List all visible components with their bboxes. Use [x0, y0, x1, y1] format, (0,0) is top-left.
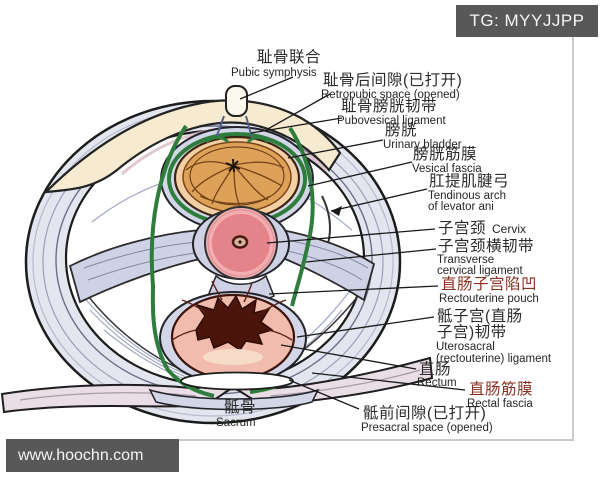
label-urinary-bladder-en: Urinary bladder	[383, 139, 462, 151]
label-retropubic-space-en: Retropubic space (opened)	[321, 89, 460, 101]
site-watermark-text: www.hoochn.com	[18, 446, 144, 464]
label-cervix-cn: 子宫颈	[438, 219, 486, 237]
label-retropubic-space-cn: 耻骨后间隙(已打开)	[323, 71, 462, 89]
label-transverse-cervical-en1: Transverse	[437, 254, 494, 266]
label-uterosacral-en1: Uterosacral	[436, 341, 495, 353]
label-uterosacral-en2: (rectouterine) ligament	[436, 353, 552, 365]
arrowhead	[331, 206, 342, 216]
label-rectal-fascia-cn: 直肠筋膜	[469, 380, 533, 398]
label-urinary-bladder-cn: 膀胱	[385, 121, 417, 139]
label-sacrum-cn: 骶骨	[224, 398, 256, 416]
leader-lines	[239, 76, 466, 410]
label-pubic-symphysis-cn: 耻骨联合	[257, 48, 321, 66]
site-watermark: www.hoochn.com	[6, 439, 179, 472]
presacral-space-shape	[180, 371, 294, 391]
label-tendinous-arch-en1: Tendinous arch	[428, 190, 506, 202]
label-vesical-fascia-en: Vesical fascia	[412, 163, 482, 175]
cervix-shape	[192, 206, 290, 280]
label-presacral-space-en: Presacral space (opened)	[361, 422, 493, 434]
label-tendinous-arch-cn: 肛提肌腱弓	[429, 172, 509, 190]
pubovesical-ligament-shape	[215, 115, 253, 139]
label-sacrum-en: Sacrum	[216, 417, 256, 429]
label-vesical-fascia-cn: 膀胱筋膜	[413, 145, 477, 163]
label-rectouterine-pouch-cn: 直肠子宫陷凹	[441, 275, 537, 293]
tg-badge-text: TG: MYYJJPP	[469, 11, 585, 30]
label-rectum-en: Rectum	[417, 377, 457, 389]
label-rectouterine-pouch-en: Rectouterine pouch	[439, 293, 539, 305]
label-presacral-space-cn: 骶前间隙(已打开)	[363, 404, 486, 422]
label-tendinous-arch-en2: of levator ani	[428, 201, 494, 213]
label-uterosacral-cn2: 子宫)韧带	[437, 323, 507, 341]
frame-border-bottom	[6, 439, 574, 441]
annotation-labels: 耻骨联合 Pubic symphysis 耻骨后间隙(已打开) Retropub…	[216, 48, 552, 434]
frame-border-right	[572, 6, 574, 441]
tg-badge: TG: MYYJJPP	[456, 5, 598, 37]
label-rectum-cn: 直肠	[419, 360, 451, 378]
label-transverse-cervical-en2: cervical ligament	[437, 265, 523, 277]
label-pubic-symphysis-en: Pubic symphysis	[231, 67, 317, 79]
label-pubovesical-ligament-en: Pubovesical ligament	[337, 115, 446, 127]
pubic-symphysis-shape	[225, 85, 248, 117]
label-rectal-fascia-en: Rectal fascia	[467, 398, 533, 410]
label-cervix-en: Cervix	[492, 222, 526, 236]
label-pubovesical-ligament-cn: 耻骨膀胱韧带	[341, 97, 437, 115]
label-uterosacral-cn1: 骶子宫(直肠	[437, 307, 523, 325]
label-transverse-cervical-cn: 子宫颈横韧带	[438, 237, 534, 255]
